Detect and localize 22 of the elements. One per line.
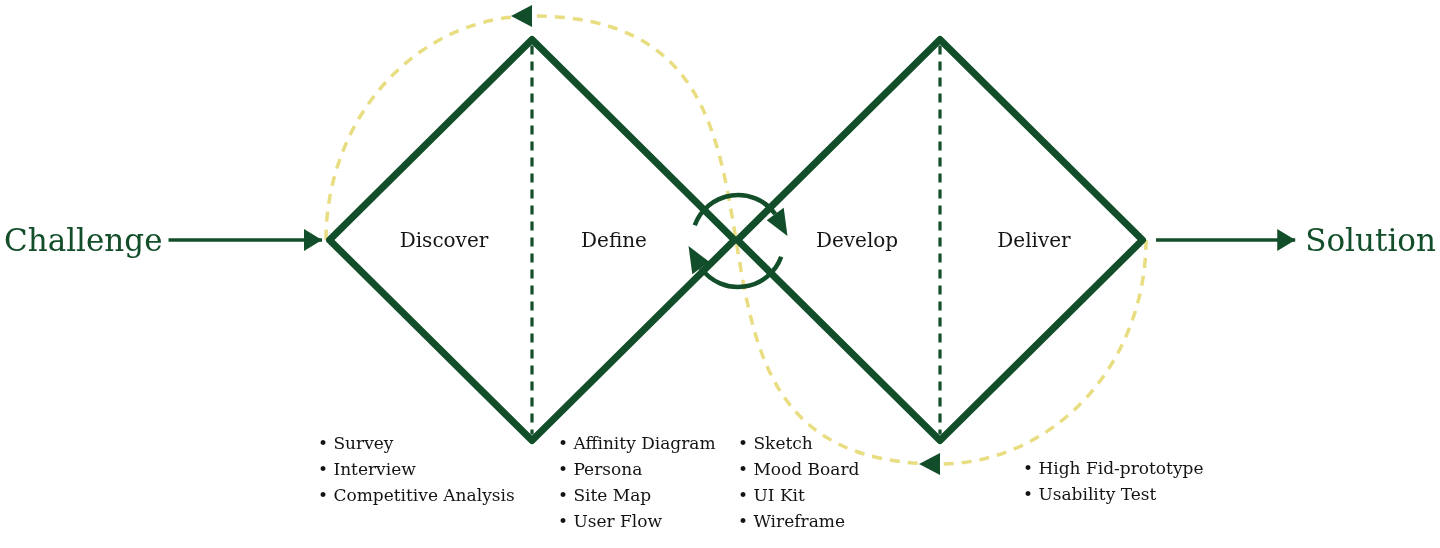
phase-label: Develop — [815, 227, 899, 253]
arrow — [1156, 229, 1296, 251]
phase-label: Deliver — [997, 227, 1071, 253]
arrow — [168, 229, 322, 251]
bullet-item: • Survey — [318, 432, 394, 455]
end-label: Solution — [1305, 221, 1436, 259]
bullet-item: • Usability Test — [1023, 483, 1157, 506]
bullet-item: • Affinity Diagram — [558, 432, 716, 455]
phase-label: Define — [581, 227, 647, 253]
feedback-loop-arrow — [324, 5, 1148, 475]
bullet-item: • Site Map — [558, 484, 652, 507]
phase-label: Discover — [399, 227, 489, 253]
start-label: Challenge — [4, 221, 163, 259]
bullet-item: • Persona — [558, 458, 643, 481]
bullet-item: • Competitive Analysis — [318, 484, 515, 507]
bullet-item: • UI Kit — [738, 484, 805, 507]
bullet-item: • Sketch — [738, 432, 813, 455]
bullet-item: • User Flow — [558, 510, 663, 533]
bullet-item: • Wireframe — [738, 510, 845, 533]
bullet-item: • Interview — [318, 458, 416, 481]
bullet-item: • High Fid-prototype — [1023, 457, 1204, 480]
bullet-item: • Mood Board — [738, 458, 860, 481]
